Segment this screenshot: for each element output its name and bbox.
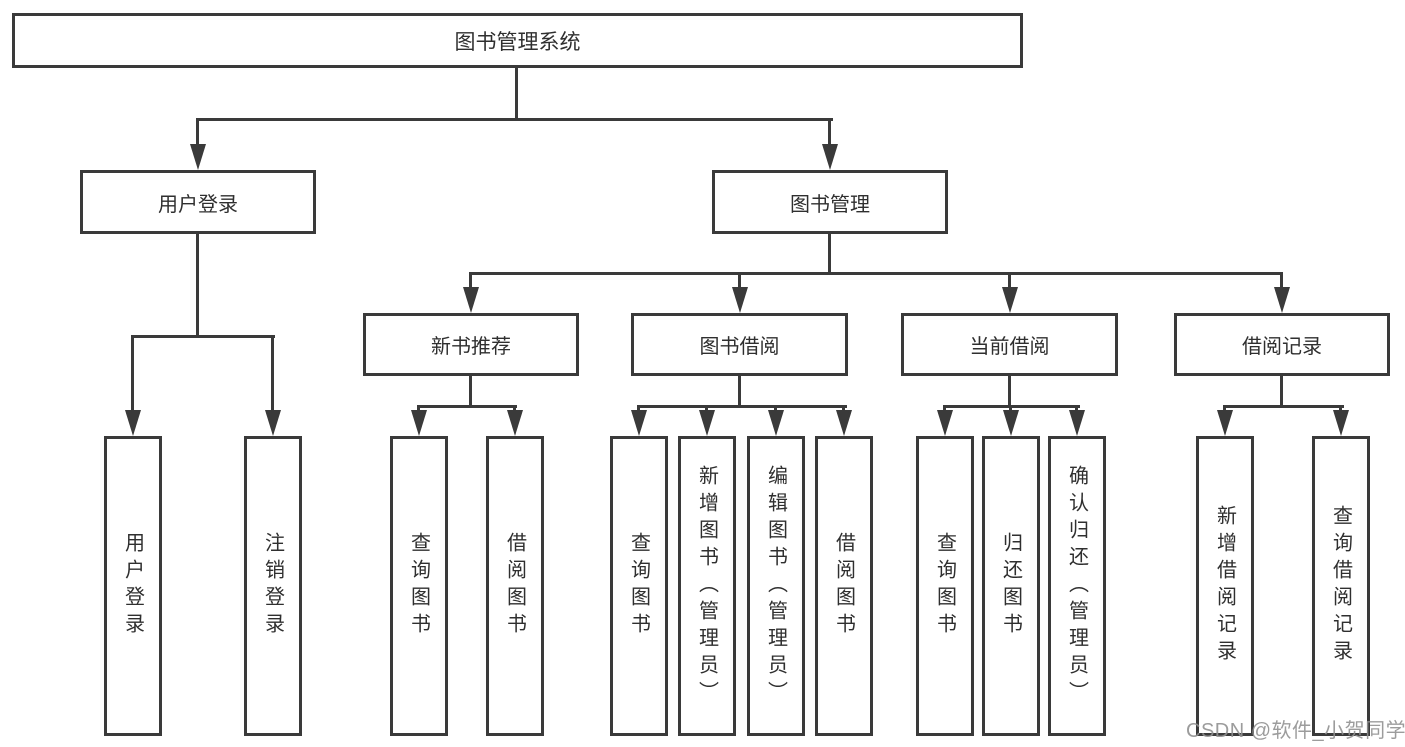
connector-line — [196, 118, 833, 121]
node-logout-action: 注销登录 — [244, 436, 302, 736]
connector-line — [131, 335, 275, 338]
node-confirm-return-admin: 确认归还（管理员） — [1048, 436, 1106, 736]
node-query-books-borrow: 查询图书 — [610, 436, 668, 736]
connector-line — [196, 118, 199, 146]
node-library-management-system: 图书管理系统 — [12, 13, 1023, 68]
arrow-down-icon — [1069, 410, 1085, 436]
connector-line — [1008, 375, 1011, 405]
connector-line — [417, 405, 420, 411]
arrow-down-icon — [125, 410, 141, 436]
node-edit-book-admin: 编辑图书（管理员） — [747, 436, 805, 736]
node-return-books: 归还图书 — [982, 436, 1040, 736]
connector-line — [469, 272, 472, 289]
arrow-down-icon — [1002, 287, 1018, 313]
connector-line — [828, 234, 831, 272]
node-user-login-action: 用户登录 — [104, 436, 162, 736]
csdn-watermark: CSDN @软件_小贺同学 — [1186, 720, 1405, 742]
node-query-books-current: 查询图书 — [916, 436, 974, 736]
arrow-down-icon — [822, 144, 838, 170]
arrow-down-icon — [507, 410, 523, 436]
connector-line — [828, 118, 831, 146]
connector-line — [1280, 272, 1283, 289]
connector-line — [1075, 405, 1078, 411]
arrow-down-icon — [411, 410, 427, 436]
node-book-borrow: 图书借阅 — [631, 313, 848, 376]
node-user-login: 用户登录 — [80, 170, 316, 234]
arrow-down-icon — [1333, 410, 1349, 436]
node-query-borrow-record: 查询借阅记录 — [1312, 436, 1370, 736]
connector-line — [469, 375, 472, 405]
connector-line — [842, 405, 845, 411]
node-query-books-recommend: 查询图书 — [390, 436, 448, 736]
connector-line — [469, 272, 1283, 275]
connector-line — [1008, 272, 1011, 289]
connector-line — [515, 68, 518, 118]
connector-line — [738, 375, 741, 405]
node-new-book-recommend: 新书推荐 — [363, 313, 579, 376]
arrow-down-icon — [631, 410, 647, 436]
node-borrow-books: 借阅图书 — [815, 436, 873, 736]
arrow-down-icon — [190, 144, 206, 170]
arrow-down-icon — [1274, 287, 1290, 313]
connector-line — [738, 272, 741, 289]
connector-line — [1223, 405, 1226, 411]
arrow-down-icon — [1217, 410, 1233, 436]
arrow-down-icon — [937, 410, 953, 436]
arrow-down-icon — [732, 287, 748, 313]
node-book-management: 图书管理 — [712, 170, 948, 234]
connector-line — [637, 405, 640, 411]
arrow-down-icon — [699, 410, 715, 436]
connector-line — [131, 335, 134, 411]
arrow-down-icon — [1003, 410, 1019, 436]
arrow-down-icon — [265, 410, 281, 436]
connector-line — [417, 405, 517, 408]
node-add-book-admin: 新增图书（管理员） — [678, 436, 736, 736]
connector-line — [637, 405, 847, 408]
node-borrow-records: 借阅记录 — [1174, 313, 1390, 376]
node-add-borrow-record: 新增借阅记录 — [1196, 436, 1254, 736]
arrow-down-icon — [463, 287, 479, 313]
connector-line — [705, 405, 708, 411]
connector-line — [271, 335, 274, 411]
connector-line — [1280, 375, 1283, 405]
node-borrow-books-recommend: 借阅图书 — [486, 436, 544, 736]
arrow-down-icon — [768, 410, 784, 436]
arrow-down-icon — [836, 410, 852, 436]
connector-line — [1339, 405, 1342, 411]
connector-line — [196, 234, 199, 335]
connector-line — [943, 405, 946, 411]
connector-line — [513, 405, 516, 411]
connector-line — [1009, 405, 1012, 411]
connector-line — [774, 405, 777, 411]
node-current-borrow: 当前借阅 — [901, 313, 1118, 376]
connector-line — [1223, 405, 1344, 408]
